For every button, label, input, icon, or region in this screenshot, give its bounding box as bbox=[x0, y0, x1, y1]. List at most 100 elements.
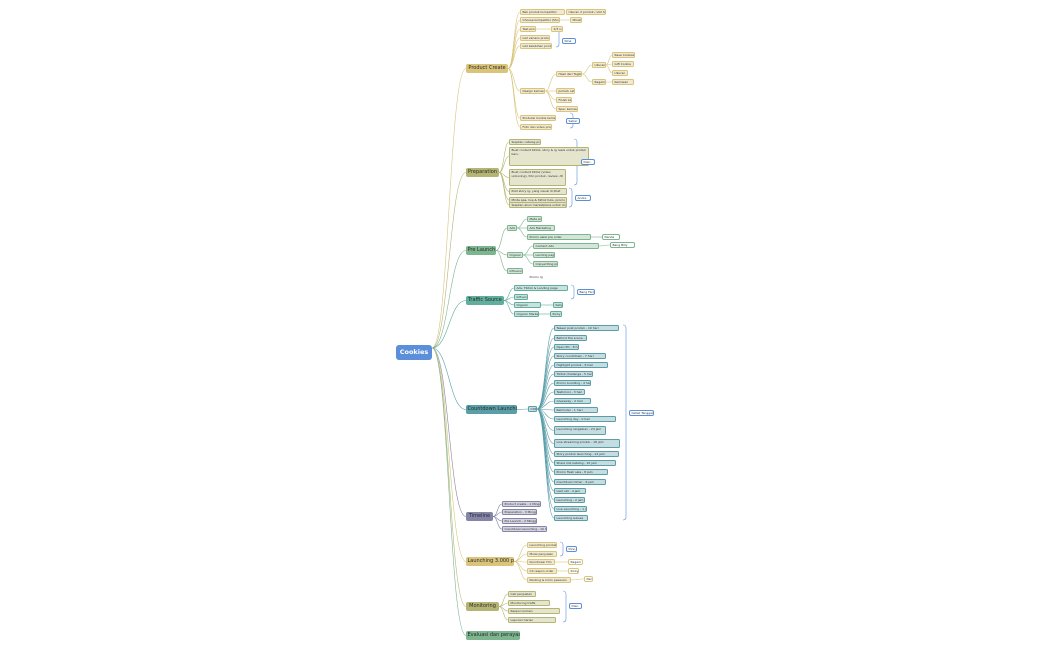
launching-note-2[interactable]: Ricky bbox=[568, 568, 579, 574]
prelaunch-item-ads[interactable]: Ads bbox=[507, 225, 517, 231]
countdown-item-12[interactable]: Live streaming produk - 18 jam bbox=[554, 439, 620, 448]
product-sub-5[interactable]: Finish kemasan bbox=[556, 97, 572, 103]
branch-prelaunch[interactable]: Pre Launch bbox=[466, 246, 496, 255]
launching-note-1[interactable]: Ragam bbox=[568, 559, 583, 565]
product-item-0[interactable]: Beli produk kompetitor bbox=[520, 9, 565, 15]
product-note-nina[interactable]: Nina bbox=[562, 38, 576, 44]
monitoring-item-1[interactable]: Monitoring trafik bbox=[508, 600, 550, 606]
countdown-item-1[interactable]: Behind the scene - 9 hari bbox=[554, 335, 587, 341]
countdown-item-3[interactable]: Story countdown - 7 hari bbox=[554, 353, 606, 359]
launching-item-1[interactable]: Mulai penjualan bbox=[527, 551, 557, 557]
traffic-sub-0[interactable]: Kelly bbox=[553, 302, 563, 308]
product-sub-2[interactable]: 2/3 ivet bbox=[551, 26, 563, 32]
countdown-item-19[interactable]: Live Launching - 1 jam bbox=[554, 506, 587, 512]
prelaunch-sub-5[interactable]: Copywriting produk bbox=[533, 261, 558, 267]
countdown-item-0[interactable]: Teaser post produk - 10 hari bbox=[554, 325, 619, 331]
product-item-4[interactable]: List kelebihan produk bbox=[520, 43, 552, 49]
countdown-item-18[interactable]: Launching - 2 jam bbox=[554, 497, 585, 503]
timeline-item-1[interactable]: Preparation - 3 Minggu bbox=[502, 509, 537, 515]
root-node[interactable]: Cookies bbox=[396, 345, 432, 360]
monitoring-note-0[interactable]: Dian bbox=[569, 603, 582, 609]
countdown-item-15[interactable]: Promo flash sale - 8 jam bbox=[554, 469, 608, 475]
product-item-2[interactable]: Test produk bbox=[520, 26, 536, 32]
preparation-item-3[interactable]: Post story ig, yang visual di lihat untu… bbox=[509, 188, 567, 195]
traffic-item-1[interactable]: Influencer bbox=[514, 294, 528, 300]
countdown-item-11[interactable]: Launching rangkaian - 24 jam bbox=[554, 426, 606, 435]
product-item-7[interactable]: Foto dan video produk bbox=[520, 124, 552, 130]
branch-traffic[interactable]: Traffic Source bbox=[466, 296, 504, 305]
traffic-item-0[interactable]: Ads, Tiktok & Landing page bbox=[514, 285, 568, 291]
prelaunch-floating-label[interactable]: Promo Ig bbox=[529, 275, 543, 279]
prelaunch-note-0[interactable]: Nanda bbox=[602, 234, 620, 240]
prelaunch-item-influencer[interactable]: Influencer bbox=[507, 268, 523, 274]
traffic-note-0[interactable]: Bang Farid bbox=[577, 289, 595, 295]
countdown-hub[interactable]: CDR bbox=[528, 406, 537, 412]
prelaunch-sub-0[interactable]: Meta Ads bbox=[527, 216, 542, 222]
product-sub-3[interactable]: Hasil dari Tagline bbox=[556, 71, 582, 77]
product-item-1[interactable]: Choose kompetitor (Shoff?) bbox=[520, 17, 560, 23]
preparation-note-andre[interactable]: Andre bbox=[575, 195, 591, 201]
product-sub-4[interactable]: Jumlah cat bbox=[556, 88, 575, 94]
timeline-item-3[interactable]: Countdown launching - 10 hari bbox=[502, 526, 547, 532]
launching-note-0[interactable]: Dino bbox=[566, 546, 577, 552]
monitoring-item-3[interactable]: Laporan harian bbox=[508, 617, 556, 623]
product-sub-1[interactable]: Minat bbox=[570, 17, 582, 23]
product-sub-0[interactable]: Ukuran 2 produk / slot harga bbox=[566, 9, 606, 15]
countdown-item-7[interactable]: Testimoni - 3 hari bbox=[554, 389, 585, 395]
product-sub-ragam[interactable]: Ragam bbox=[592, 79, 606, 85]
monitoring-item-0[interactable]: Cek penjualan bbox=[508, 591, 536, 597]
preparation-note-dian[interactable]: Dian bbox=[581, 159, 595, 165]
countdown-item-6[interactable]: Promo bundling - 4 hari bbox=[554, 380, 591, 386]
countdown-item-4[interactable]: Highlight produk - 6 hari bbox=[554, 362, 608, 368]
product-third-2[interactable]: Ukuran bbox=[612, 70, 628, 76]
countdown-item-13[interactable]: Story produk launching - 12 jam bbox=[554, 451, 619, 457]
branch-monitoring[interactable]: Monitoring bbox=[466, 602, 499, 611]
branch-product[interactable]: Product Create bbox=[466, 64, 508, 73]
traffic-sub-1[interactable]: Ricky bbox=[550, 311, 562, 317]
product-third-3[interactable]: Kemasan bbox=[612, 79, 634, 85]
branch-evaluasi[interactable]: Evaluasi dan perayaan bbox=[466, 631, 520, 640]
product-sub-6[interactable]: Spec kemasan bbox=[556, 106, 578, 112]
launching-item-4[interactable]: Packing & kirim pesanan bbox=[527, 577, 571, 583]
countdown-item-5[interactable]: Tiktok challenge - 5 hari bbox=[554, 371, 593, 377]
countdown-item-8[interactable]: Giveaway - 2 hari bbox=[554, 398, 591, 404]
prelaunch-sub-2[interactable]: Promo awal pre order bbox=[527, 234, 591, 240]
launching-note-3[interactable]: Nanda bbox=[584, 576, 593, 582]
countdown-note-0[interactable]: Detail Tanggal bbox=[629, 410, 654, 416]
branch-timeline[interactable]: Timeline bbox=[466, 512, 493, 521]
countdown-item-17[interactable]: Last call - 4 jam bbox=[554, 488, 586, 494]
countdown-item-16[interactable]: Countdown timer - 6 jam bbox=[554, 479, 606, 485]
launching-item-2[interactable]: Koordinasi Tim bbox=[527, 559, 555, 565]
timeline-item-2[interactable]: Pre Launch - 2 Minggu bbox=[502, 518, 537, 524]
preparation-item-5[interactable]: Siapkan akun marketplace untuk di postin… bbox=[509, 202, 567, 208]
countdown-item-14[interactable]: Share link katalog - 10 jam bbox=[554, 460, 616, 466]
prelaunch-sub-4[interactable]: Landing page + tiktok bbox=[533, 252, 555, 258]
product-third-1[interactable]: Gift Cookie bbox=[612, 61, 634, 67]
traffic-item-2[interactable]: Organic bbox=[514, 302, 541, 308]
product-third-0[interactable]: Rasa Cookies bbox=[612, 52, 635, 58]
product-note-sabar[interactable]: Sabar bbox=[566, 118, 580, 124]
prelaunch-sub-1[interactable]: Ads Marketing bbox=[527, 225, 555, 231]
branch-launching[interactable]: Launching 3.000 pcs bbox=[466, 557, 514, 566]
product-item-3[interactable]: List varians produk bbox=[520, 35, 550, 41]
launching-item-0[interactable]: Launching produk baru bbox=[527, 542, 557, 548]
countdown-item-10[interactable]: Launching day - 0 hari bbox=[554, 416, 616, 422]
timeline-item-0[interactable]: Product create - 1 Minggu bbox=[502, 501, 541, 507]
product-item-6[interactable]: Produksi Cookie kemasan bbox=[520, 115, 556, 121]
prelaunch-item-organic[interactable]: Organic bbox=[507, 252, 523, 258]
preparation-item-1[interactable]: Buat content tiktok, story & ig reels un… bbox=[509, 147, 589, 166]
prelaunch-note-1[interactable]: Bang Billy bbox=[610, 242, 635, 248]
preparation-item-2[interactable]: Buat content tiktok (video unboxing), fo… bbox=[509, 169, 566, 186]
preparation-item-0[interactable]: Siapkan catalog product bbox=[509, 139, 541, 145]
product-sub-ukuran[interactable]: Ukuran bbox=[592, 62, 606, 68]
countdown-item-9[interactable]: Reminder - 1 hari bbox=[554, 407, 598, 413]
monitoring-item-2[interactable]: Respon komen bbox=[508, 608, 560, 614]
countdown-item-2[interactable]: Open PO - 8 hari bbox=[554, 344, 579, 350]
launching-item-3[interactable]: CS respon order bbox=[527, 568, 557, 574]
countdown-item-20[interactable]: Launching sukses bbox=[554, 515, 588, 521]
branch-preparation[interactable]: Preparation bbox=[466, 168, 499, 177]
branch-countdown[interactable]: Countdown Launching bbox=[466, 405, 517, 414]
prelaunch-sub-3[interactable]: Content Ads bbox=[533, 243, 599, 249]
product-item-5[interactable]: Design kemasan bbox=[520, 88, 545, 94]
traffic-item-3[interactable]: Organic Marketing bbox=[514, 311, 539, 317]
